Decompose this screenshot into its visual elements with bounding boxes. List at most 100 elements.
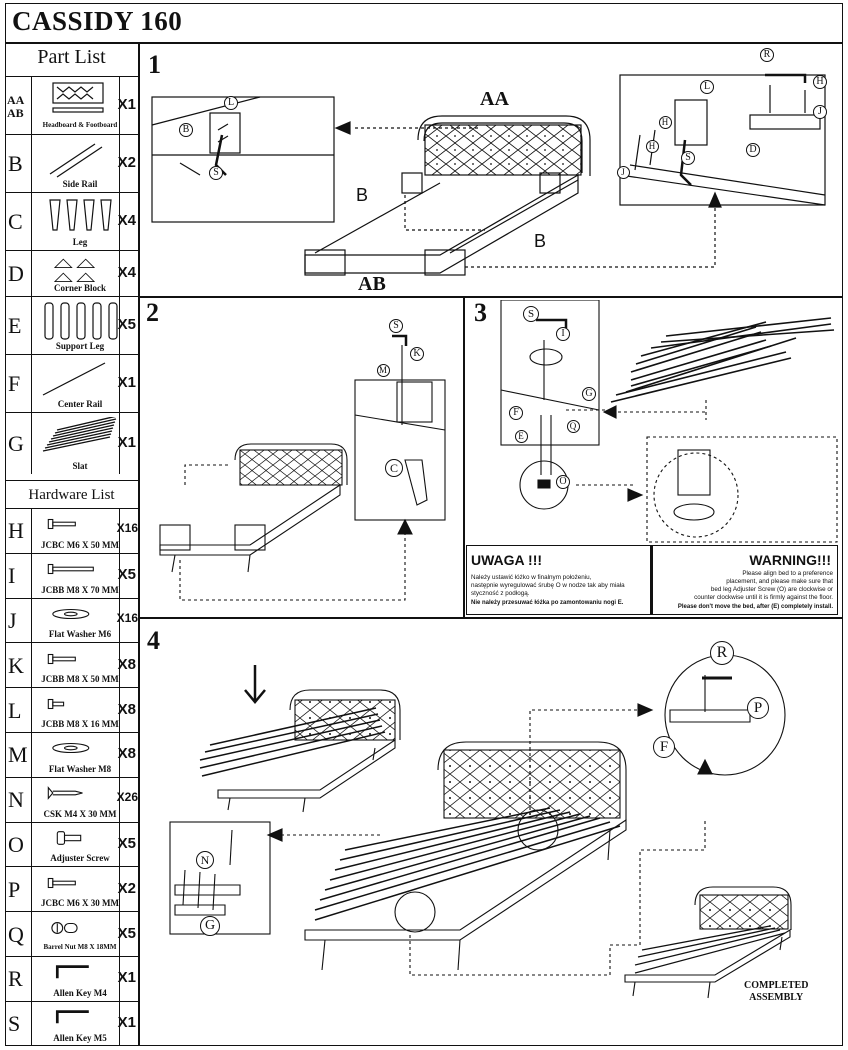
row-divider [31, 733, 32, 777]
hardware-code: R [8, 966, 23, 992]
hardware-code: J [8, 607, 17, 633]
uwaga-text: Należy ustawić łóżko w finalnym położeni… [471, 574, 625, 597]
hardware-name: JCBB M8 X 50 MM [41, 674, 119, 685]
step-4-illustration [169, 654, 792, 999]
part-qty: X1 [117, 434, 136, 451]
callout-s1-b: B [179, 123, 193, 137]
document-title: CASSIDY 160 [12, 6, 183, 36]
callout-s1-l: L [224, 96, 238, 110]
callout-s1-h: H [813, 75, 827, 89]
row-divider [31, 193, 32, 250]
row-divider [31, 509, 32, 553]
label-b-right: B [534, 231, 547, 251]
title-divider [5, 42, 843, 44]
hardware-qty: X1 [117, 969, 136, 987]
hardware-qty: X16 [116, 521, 138, 536]
hardware-name: Flat Washer M6 [48, 629, 112, 640]
callout-s2-s: S [389, 319, 403, 333]
warning-bold-text: Please don't move the bed, after (E) com… [677, 604, 833, 610]
step3-bottom-divider [138, 617, 843, 619]
completed-assembly-label: COMPLETED ASSEMBLY [744, 980, 809, 1003]
label-b-left: B [356, 185, 369, 205]
row-divider [31, 777, 32, 822]
hardware-name: Adjuster Screw [50, 853, 110, 864]
hardware-row: R Allen Key M4 X1 [5, 956, 138, 1001]
hardware-name: CSK M4 X 30 MM [43, 808, 117, 819]
row-divider [119, 135, 120, 192]
callout-s4-p: P [747, 697, 769, 719]
row-divider [31, 297, 32, 354]
callout-s1-d: D [746, 143, 760, 157]
part-qty: X4 [117, 212, 136, 229]
row-divider [31, 867, 32, 912]
part-code: D [8, 261, 24, 286]
row-divider [119, 912, 120, 956]
row-divider [119, 553, 120, 598]
row-divider [119, 77, 120, 134]
hardware-qty: X26 [116, 790, 138, 805]
callout-s3-o: O [556, 475, 570, 489]
callout-s4-g: G [200, 916, 220, 936]
row-divider [31, 413, 32, 474]
step-4-number: 4 [147, 626, 160, 655]
part-qty: X5 [117, 316, 136, 333]
hardware-name: Allen Key M4 [53, 987, 107, 998]
part-name: Side Rail [62, 179, 98, 189]
callout-s3-g: G [582, 387, 596, 401]
part-qty: X4 [117, 264, 136, 281]
row-divider [119, 509, 120, 553]
callout-s1-h: H [645, 139, 659, 153]
callout-s4-n: N [196, 851, 214, 869]
hardware-qty: X2 [117, 879, 136, 897]
step-2-number: 2 [146, 298, 159, 327]
hardware-code: Q [8, 921, 24, 947]
callout-s1-l: L [700, 80, 714, 94]
step-3-number: 3 [474, 298, 487, 327]
row-divider [119, 733, 120, 777]
callout-s1-s: S [209, 166, 223, 180]
hardware-row: S Allen Key M5 X1 [5, 1000, 138, 1046]
hardware-code: O [8, 831, 24, 857]
hardware-code: I [8, 563, 16, 589]
row-divider [31, 957, 32, 1001]
hardware-code: M [8, 742, 28, 768]
hardware-list-title: Hardware List [5, 480, 138, 504]
part-qty: X1 [117, 96, 136, 113]
callout-s4-r: R [710, 641, 734, 665]
step-2-illustration [159, 334, 446, 601]
callout-s3-q: Q [566, 419, 580, 433]
part-name: Headboard & Footboard [42, 121, 118, 129]
hardware-code: S [8, 1011, 21, 1037]
row-divider [31, 355, 32, 412]
row-divider [119, 777, 120, 822]
label-aa: AA [480, 88, 509, 110]
part-code: B [8, 151, 23, 176]
row-divider [31, 1001, 32, 1046]
row-divider [31, 251, 32, 296]
hardware-name: Allen Key M5 [53, 1032, 107, 1043]
part-name: Center Rail [57, 399, 103, 409]
hardware-code: L [8, 697, 22, 723]
callout-s1-h: H [658, 115, 672, 129]
callout-s3-f: F [509, 406, 523, 420]
hardware-code: N [8, 787, 24, 813]
callout-s3-i: I [556, 327, 570, 341]
uwaga-bold-text: Nie należy przesuwać łóżka po zamontowan… [471, 600, 624, 606]
step-3-illustration [500, 300, 838, 543]
row-divider [31, 688, 32, 732]
hardware-qty: X1 [117, 1014, 136, 1032]
row-divider [31, 912, 32, 956]
callout-s1-r: R [760, 48, 774, 62]
hardware-qty: X16 [116, 610, 138, 625]
row-divider [119, 867, 120, 912]
